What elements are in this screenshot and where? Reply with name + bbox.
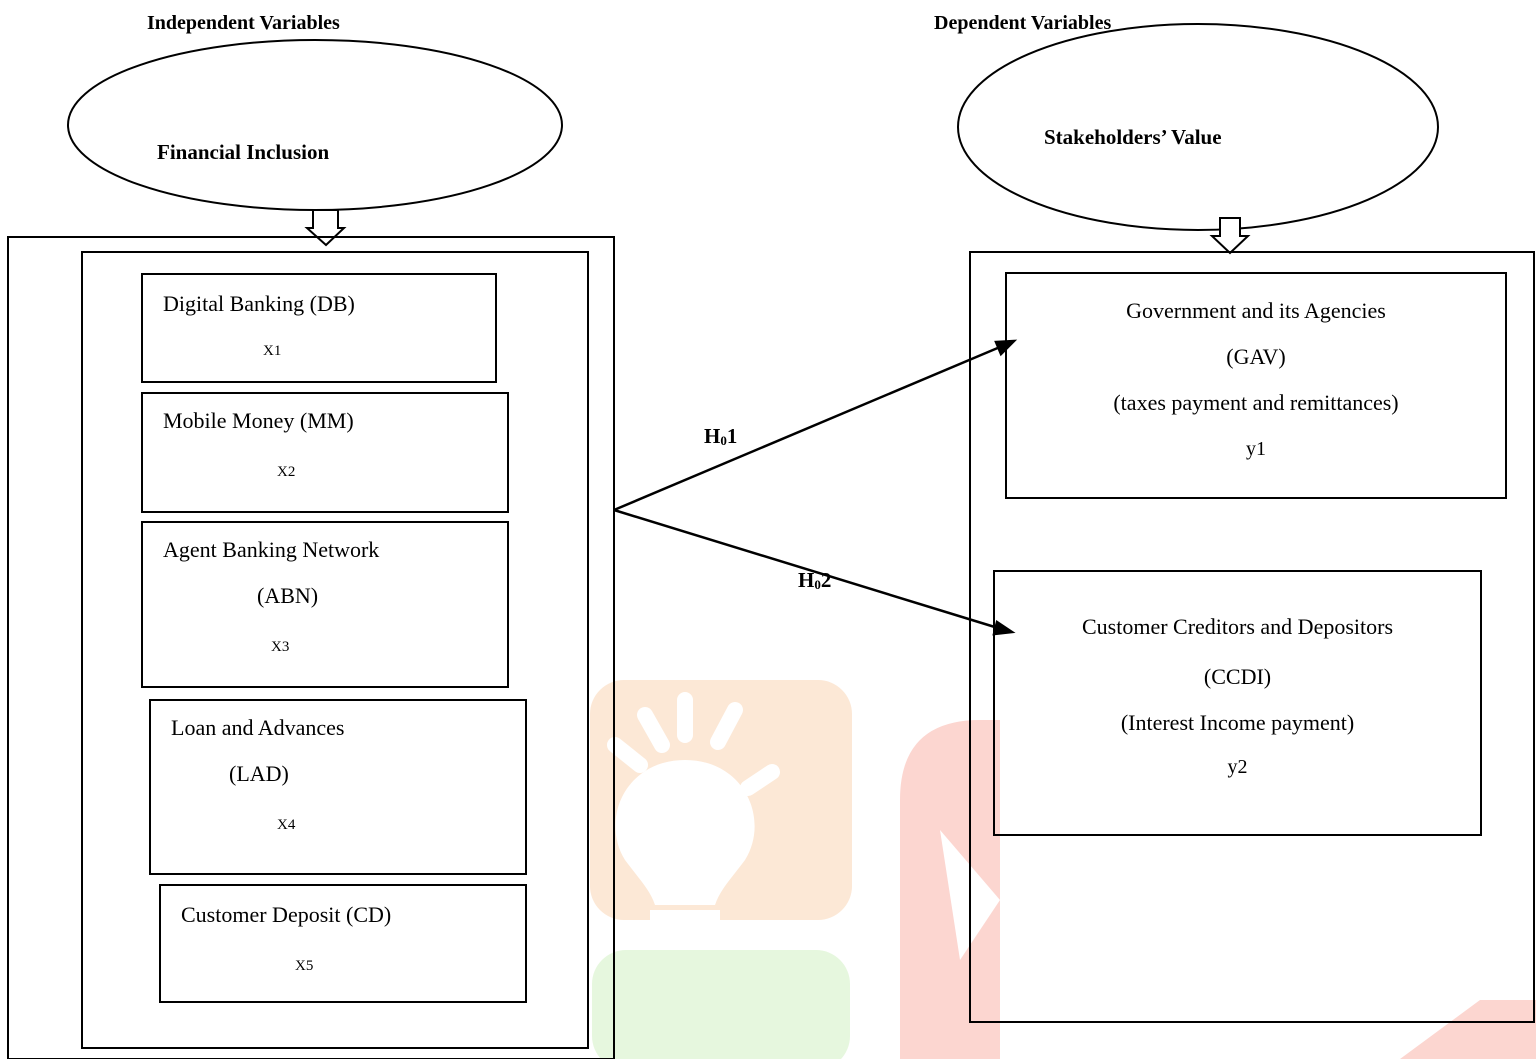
loan-advances-box: Loan and Advances (LAD) X4 bbox=[149, 699, 527, 875]
government-agencies-var: y1 bbox=[1246, 438, 1266, 460]
loan-advances-var: X4 bbox=[277, 817, 296, 833]
lightbulb-base bbox=[650, 910, 720, 930]
h02-arrowhead bbox=[992, 619, 1016, 636]
government-agencies-box: Government and its Agencies (GAV) (taxes… bbox=[1005, 272, 1507, 499]
watermark-green-block bbox=[592, 950, 850, 1059]
digital-banking-label: Digital Banking (DB) bbox=[163, 291, 355, 316]
independent-outer-box bbox=[7, 236, 615, 1059]
watermark bbox=[590, 680, 1536, 1059]
h01-prefix: H bbox=[704, 424, 721, 448]
agent-banking-label-line1: Agent Banking Network bbox=[163, 537, 380, 562]
h01-num: 1 bbox=[726, 424, 738, 448]
digital-banking-var: X1 bbox=[263, 343, 282, 359]
stakeholders-value-label: Stakeholders’ Value bbox=[1044, 125, 1222, 149]
h02-num: 2 bbox=[820, 568, 832, 592]
independent-inner-box bbox=[81, 251, 589, 1049]
right-down-arrow bbox=[1209, 217, 1251, 255]
customer-deposit-box: Customer Deposit (CD) X5 bbox=[159, 884, 527, 1003]
agent-banking-var: X3 bbox=[271, 639, 290, 655]
h02-arrow-line bbox=[613, 508, 999, 630]
loan-advances-label-line1: Loan and Advances bbox=[171, 715, 345, 740]
customer-creditors-line1: Customer Creditors and Depositors bbox=[1081, 614, 1394, 639]
independent-variables-header: Independent Variables bbox=[147, 12, 340, 34]
mobile-money-var: X2 bbox=[277, 464, 296, 480]
customer-creditors-box: Customer Creditors and Depositors (CCDI)… bbox=[993, 570, 1482, 836]
dependent-outer-box bbox=[969, 251, 1535, 1023]
lightbulb-icon bbox=[607, 692, 780, 796]
customer-creditors-line3: (Interest Income payment) bbox=[1120, 710, 1355, 735]
government-agencies-line2: (GAV) bbox=[1226, 344, 1286, 369]
customer-deposit-label: Customer Deposit (CD) bbox=[181, 902, 392, 927]
government-agencies-line1: Government and its Agencies bbox=[1126, 298, 1386, 323]
agent-banking-box: Agent Banking Network (ABN) X3 bbox=[141, 521, 509, 688]
customer-deposit-var: X5 bbox=[295, 958, 314, 974]
customer-creditors-var: y2 bbox=[1227, 756, 1248, 778]
h02-prefix: H bbox=[798, 568, 815, 592]
lightbulb-bulb bbox=[615, 760, 755, 905]
government-agencies-line3: (taxes payment and remittances) bbox=[1113, 390, 1399, 415]
dependent-variables-header: Dependent Variables bbox=[934, 12, 1112, 34]
h01-arrow-line bbox=[613, 345, 1001, 512]
watermark-red-corner bbox=[1400, 1000, 1536, 1059]
customer-creditors-line2: (CCDI) bbox=[1203, 664, 1272, 689]
hypothesis-h02: H02 bbox=[798, 568, 831, 593]
h02-sub: 0 bbox=[814, 577, 821, 592]
stakeholders-value-ellipse bbox=[957, 23, 1439, 231]
financial-inclusion-ellipse bbox=[67, 39, 563, 211]
mobile-money-box: Mobile Money (MM) X2 bbox=[141, 392, 509, 513]
hypothesis-h01: H01 bbox=[704, 424, 737, 449]
financial-inclusion-label: Financial Inclusion bbox=[157, 140, 330, 164]
left-down-arrow bbox=[304, 209, 347, 247]
h01-sub: 0 bbox=[720, 433, 727, 448]
digital-banking-box: Digital Banking (DB) X1 bbox=[141, 273, 497, 383]
mobile-money-label: Mobile Money (MM) bbox=[163, 408, 354, 433]
loan-advances-label-line2: (LAD) bbox=[229, 761, 289, 786]
agent-banking-label-line2: (ABN) bbox=[257, 583, 319, 608]
